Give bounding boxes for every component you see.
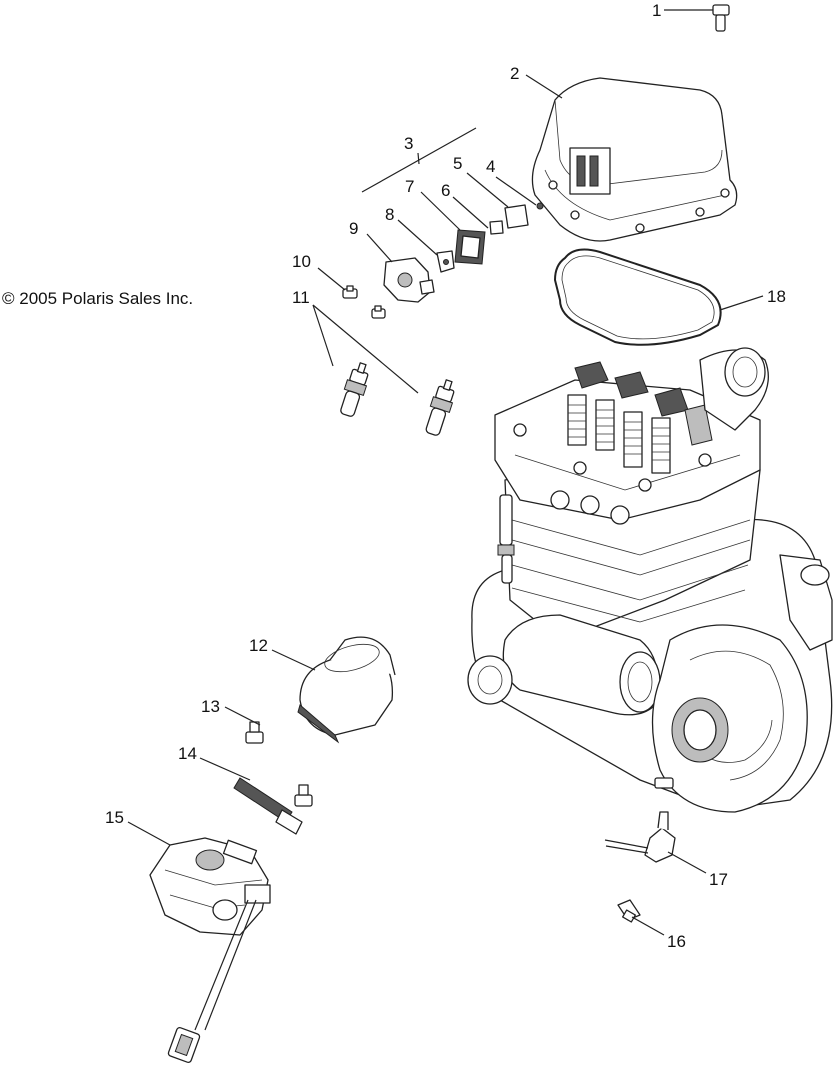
leader-lines (127, 9, 764, 936)
part-8-bracket (436, 250, 455, 273)
callout-15: 15 (105, 808, 124, 827)
callout-10: 10 (292, 252, 311, 271)
part-5-plate (504, 204, 529, 229)
callout-14: 14 (178, 744, 197, 763)
part-15-throttle-body (149, 837, 271, 1064)
callout-13: 13 (201, 697, 220, 716)
callout-9: 9 (349, 219, 358, 238)
part-2-head-cover (531, 77, 738, 242)
callout-3: 3 (404, 134, 413, 153)
part-18-gasket (554, 248, 722, 346)
part-16-plug (617, 899, 641, 923)
callout-11: 11 (292, 288, 310, 307)
callout-16: 16 (667, 932, 686, 951)
part-10-bolts (342, 285, 386, 319)
part-13-bolts (245, 721, 313, 807)
callout-6: 6 (441, 181, 450, 200)
callout-18: 18 (767, 287, 786, 306)
callout-12: 12 (249, 636, 268, 655)
part-11-spark-plugs (340, 362, 455, 436)
engine-assembly (467, 347, 833, 813)
part-1-bolt (712, 4, 730, 32)
part-12-intake-boot (297, 636, 396, 744)
callout-7: 7 (405, 177, 414, 196)
part-7-seal (454, 229, 486, 265)
callout-4: 4 (486, 157, 495, 176)
callout-5: 5 (453, 154, 462, 173)
callout-1: 1 (652, 1, 661, 20)
part-17-sensor (604, 811, 676, 863)
callout-2: 2 (510, 64, 519, 83)
part-6-gasket (489, 220, 504, 235)
part-4-screw (536, 202, 544, 210)
part-14-sleeve (233, 777, 303, 835)
callout-8: 8 (385, 205, 394, 224)
copyright-text: © 2005 Polaris Sales Inc. (2, 289, 193, 308)
part-9-housing (383, 257, 435, 303)
callout-labels: 1 2 3 4 5 6 7 8 9 10 11 12 13 14 15 16 1… (105, 1, 786, 951)
callout-17: 17 (709, 870, 728, 889)
